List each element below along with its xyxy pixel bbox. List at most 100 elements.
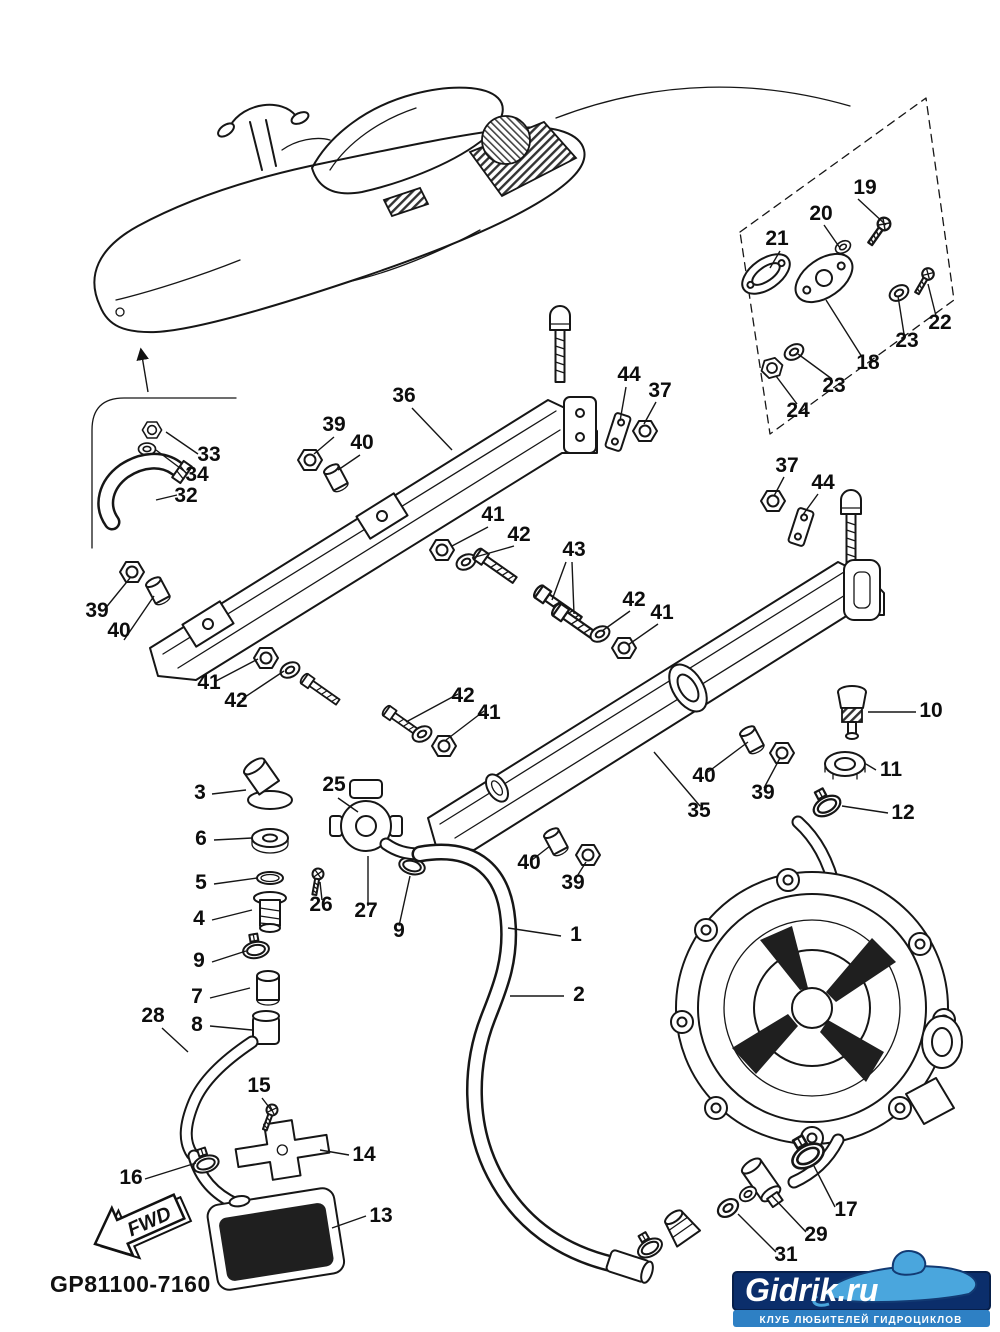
callout-12: 12 xyxy=(891,801,914,824)
tip-hole-35 xyxy=(484,773,510,803)
bolt-41a xyxy=(470,546,520,587)
nut-24 xyxy=(758,355,786,381)
hardware xyxy=(97,411,867,866)
clamp-9-left xyxy=(239,930,272,962)
screw-19 xyxy=(863,214,894,249)
grommet-35 xyxy=(668,663,708,713)
rail-36 xyxy=(149,305,598,681)
end-bracket-36 xyxy=(563,396,597,454)
washer-23b xyxy=(780,339,808,365)
callout-31: 31 xyxy=(774,1243,798,1266)
nut-41b xyxy=(611,637,637,659)
callout-39b: 39 xyxy=(85,599,108,622)
callout-40: 40 xyxy=(350,431,373,454)
resonator-assembly xyxy=(179,1035,346,1291)
nut-41c xyxy=(253,647,279,669)
resonator-box-13 xyxy=(206,1187,346,1291)
housing-lugs xyxy=(670,868,956,1150)
callout-25: 25 xyxy=(322,773,346,796)
nut-33 xyxy=(141,421,163,439)
spacer-40b xyxy=(143,574,173,608)
callout-13: 13 xyxy=(369,1204,392,1227)
gasket-plate-21 xyxy=(741,253,791,295)
callout-39: 39 xyxy=(322,413,345,436)
callout-43: 43 xyxy=(562,538,585,561)
end-bracket-35 xyxy=(843,559,881,621)
callout-39c: 39 xyxy=(751,781,774,804)
fwd-arrow: FWD xyxy=(93,1193,193,1260)
callout-24: 24 xyxy=(786,399,810,422)
callout-21: 21 xyxy=(765,227,789,250)
callout-39d: 39 xyxy=(561,871,584,894)
fitting-4 xyxy=(253,891,287,933)
watermark-title: Gidrik.ru xyxy=(745,1272,878,1308)
stud-cap-35 xyxy=(840,489,862,567)
callout-41: 41 xyxy=(481,503,505,526)
callout-27: 27 xyxy=(354,899,377,922)
oring-5 xyxy=(256,871,284,885)
callout-10: 10 xyxy=(919,699,942,722)
callout-6: 6 xyxy=(195,827,207,850)
spacer-40d xyxy=(541,825,571,859)
callout-44b: 44 xyxy=(811,471,835,494)
callout-33: 33 xyxy=(197,443,220,466)
callout-35: 35 xyxy=(687,799,711,822)
callout-28: 28 xyxy=(141,1004,165,1027)
nut-39b xyxy=(119,561,145,583)
callout-23: 23 xyxy=(895,329,918,352)
callout-17: 17 xyxy=(834,1198,857,1221)
nut-41a xyxy=(429,539,455,561)
callout-42d: 42 xyxy=(451,684,474,707)
pipe-8 xyxy=(252,1010,280,1045)
outlet-fittings xyxy=(629,1128,830,1263)
ring-nut-11 xyxy=(824,751,866,780)
callout-26: 26 xyxy=(309,893,332,916)
screw-26 xyxy=(307,866,326,897)
callout-40b: 40 xyxy=(107,619,130,642)
inset-reference-curve xyxy=(555,86,851,119)
washer-42c xyxy=(276,658,304,682)
main-hose xyxy=(379,837,654,1284)
callout-16: 16 xyxy=(119,1166,142,1189)
gauge-hatch xyxy=(481,115,531,165)
inset-box xyxy=(739,97,955,435)
callout-42: 42 xyxy=(507,523,530,546)
callout-1: 1 xyxy=(570,923,582,946)
callout-18: 18 xyxy=(856,351,880,374)
callout-42c: 42 xyxy=(224,689,247,712)
fitting-plate-18 xyxy=(794,252,854,304)
callout-41d: 41 xyxy=(477,701,501,724)
part-code: GP81100-7160 xyxy=(50,1271,211,1297)
nut-41d xyxy=(431,735,457,757)
nut-39a xyxy=(297,449,323,471)
plate-44b xyxy=(786,506,816,548)
callout-29: 29 xyxy=(804,1223,827,1246)
callout-37b: 37 xyxy=(775,454,798,477)
callout-22: 22 xyxy=(928,311,951,334)
callout-19: 19 xyxy=(853,176,876,199)
leader-lines xyxy=(103,198,937,1253)
nut-37b xyxy=(760,490,786,512)
callout-34: 34 xyxy=(185,463,209,486)
bolt-41c xyxy=(298,671,343,708)
left-fitting-column xyxy=(239,757,293,1045)
callout-37: 37 xyxy=(648,379,671,402)
watermark-logo: Gidrik.ru КЛУБ ЛЮБИТЕЛЕЙ ГИДРОЦИКЛОВ xyxy=(732,1250,991,1327)
callout-5: 5 xyxy=(195,871,207,894)
nut-39d xyxy=(575,844,601,866)
callout-11: 11 xyxy=(880,758,903,781)
detail-bracket xyxy=(91,397,237,549)
watermark-jetski-icon xyxy=(812,1250,977,1307)
screw-22 xyxy=(910,265,937,298)
washer-31b xyxy=(713,1194,743,1222)
callout-7: 7 xyxy=(191,985,203,1008)
watermark-subtitle: КЛУБ ЛЮБИТЕЛЕЙ ГИДРОЦИКЛОВ xyxy=(760,1313,963,1326)
callout-20: 20 xyxy=(809,202,832,225)
spacer-40a xyxy=(321,461,351,495)
hose-end-fitting xyxy=(605,1249,654,1284)
callout-41c: 41 xyxy=(197,671,221,694)
hull-location-arrow xyxy=(136,347,149,393)
callout-4: 4 xyxy=(193,907,205,930)
